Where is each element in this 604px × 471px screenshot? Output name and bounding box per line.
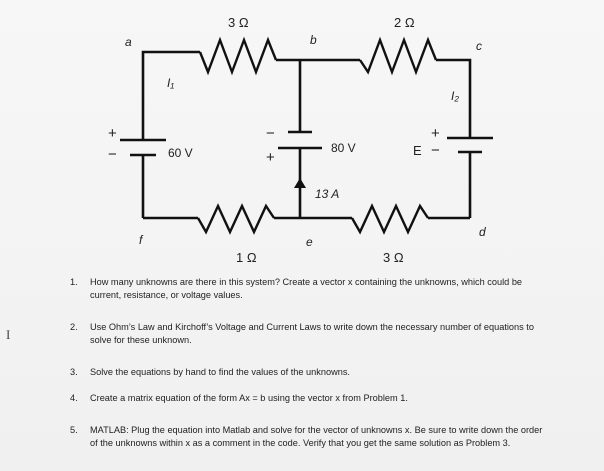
problem-text: How many unknowns are there in this syst… (90, 277, 523, 300)
resistor-bc-label: 2 Ω (394, 15, 415, 30)
problem-text: Solve the equations by hand to find the … (90, 367, 350, 377)
problem-number: 3. (70, 367, 78, 377)
source-left-value: 60 V (168, 146, 193, 160)
problem-number: 2. (70, 322, 78, 332)
resistor-ab-label: 3 Ω (228, 15, 249, 30)
source-middle-value: 80 V (331, 141, 356, 155)
current-i2-label: I₂ (451, 89, 459, 103)
resistor-ed (350, 203, 429, 235)
wire-top-left (141, 50, 200, 60)
source-right-plus: + (431, 125, 440, 142)
node-a-label: a (125, 35, 132, 49)
wire-top-right (436, 58, 472, 66)
current-i1-label: I₁ (167, 76, 174, 90)
source-right-value: E (413, 143, 422, 158)
problem-text: Use Ohm’s Law and Kirchoff’s Voltage and… (90, 322, 534, 345)
resistor-fe (196, 203, 275, 235)
node-c-label: c (476, 39, 482, 53)
problem-number: 5. (70, 425, 78, 435)
source-left-minus: − (108, 146, 117, 163)
text-cursor-icon: I (6, 327, 11, 342)
source-right-minus: − (431, 142, 440, 159)
node-b-label: b (310, 33, 317, 47)
current-arrow-middle (294, 178, 306, 188)
source-middle-minus: − (266, 125, 275, 142)
problem-text: MATLAB: Plug the equation into Matlab an… (90, 425, 543, 448)
problem-number: 1. (70, 277, 78, 287)
problem-number: 4. (70, 393, 78, 403)
resistor-fe-label: 1 Ω (236, 250, 257, 265)
node-e-label: e (306, 235, 313, 249)
node-d-label: d (479, 225, 486, 239)
current-middle-label: 13 A (315, 187, 339, 201)
resistor-bc (359, 36, 438, 76)
node-f-label: f (139, 233, 144, 247)
resistor-ed-label: 3 Ω (383, 250, 404, 265)
resistor-ab (198, 36, 278, 76)
source-middle-plus: + (266, 149, 275, 166)
problem-text: Create a matrix equation of the form Ax … (90, 393, 408, 403)
circuit-diagram: 3 Ω 2 Ω 1 Ω 3 Ω a b c d e f I₁ I₂ 13 A 6… (108, 15, 493, 265)
source-left-plus: + (108, 125, 117, 142)
